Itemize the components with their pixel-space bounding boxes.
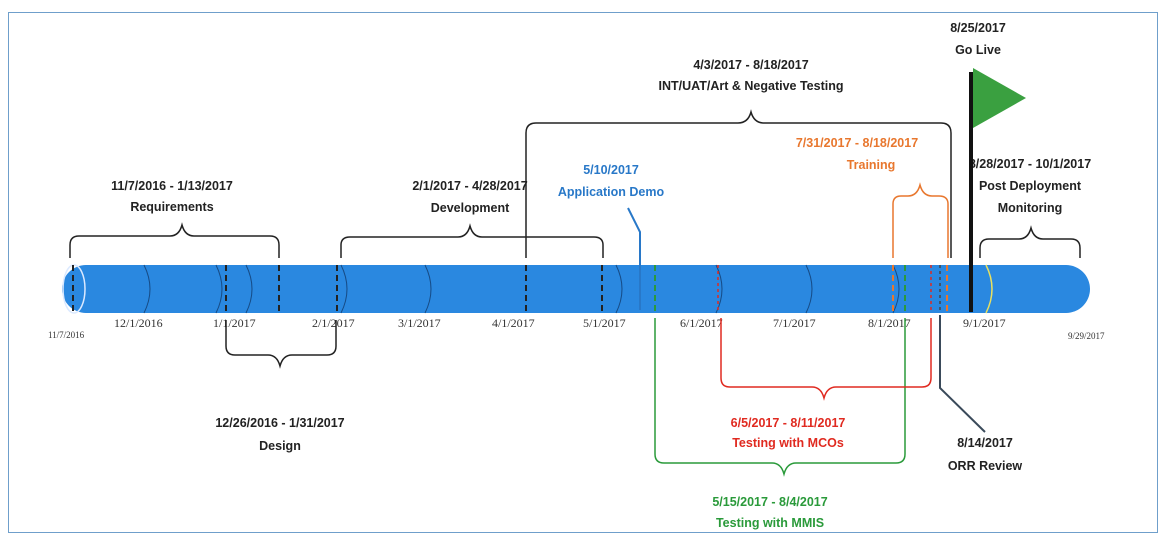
- mcos-name: Testing with MCOs: [732, 436, 844, 450]
- development-name: Development: [431, 201, 510, 215]
- tick-label: 1/1/2017: [213, 316, 256, 330]
- timeline-bar: [62, 264, 1090, 314]
- milestone-orr-review: 8/14/2017 ORR Review: [939, 265, 1023, 473]
- milestone-go-live: 8/25/2017 Go Live: [950, 21, 1026, 312]
- phase-design: 12/26/2016 - 1/31/2017 Design: [215, 265, 345, 453]
- phase-post-deployment: 8/28/2017 - 10/1/2017 Post Deployment Mo…: [969, 157, 1091, 258]
- axis-tick-labels: 11/7/2016 12/1/2016 1/1/2017 2/1/2017 3/…: [48, 316, 1105, 341]
- orr-date: 8/14/2017: [957, 436, 1013, 450]
- phase-requirements: 11/7/2016 - 1/13/2017 Requirements: [69, 179, 280, 313]
- post-deploy-dates: 8/28/2017 - 10/1/2017: [969, 157, 1091, 171]
- phase-int-uat-testing: 4/3/2017 - 8/18/2017 INT/UAT/Art & Negat…: [525, 58, 952, 313]
- requirements-dates: 11/7/2016 - 1/13/2017: [111, 179, 233, 193]
- development-dates: 2/1/2017 - 4/28/2017: [412, 179, 527, 193]
- phase-training: 7/31/2017 - 8/18/2017 Training: [796, 136, 949, 313]
- orr-name: ORR Review: [948, 459, 1023, 473]
- tick-label: 6/1/2017: [680, 316, 723, 330]
- design-dates: 12/26/2016 - 1/31/2017: [215, 416, 344, 430]
- design-name: Design: [259, 439, 301, 453]
- milestone-application-demo: 5/10/2017 Application Demo: [558, 163, 665, 310]
- demo-date: 5/10/2017: [583, 163, 639, 177]
- diagram-frame: [8, 12, 1158, 533]
- phase-development: 2/1/2017 - 4/28/2017 Development: [336, 179, 604, 313]
- tick-label: 3/1/2017: [398, 316, 441, 330]
- phase-testing-mcos: 6/5/2017 - 8/11/2017 Testing with MCOs: [717, 265, 932, 450]
- int-uat-name: INT/UAT/Art & Negative Testing: [659, 79, 844, 93]
- tick-label: 12/1/2016: [114, 316, 163, 330]
- tick-label-end: 9/29/2017: [1068, 331, 1105, 341]
- phase-testing-mmis: 5/15/2017 - 8/4/2017 Testing with MMIS: [654, 265, 906, 530]
- int-uat-dates: 4/3/2017 - 8/18/2017: [693, 58, 808, 72]
- tick-label: 4/1/2017: [492, 316, 535, 330]
- tick-label: 7/1/2017: [773, 316, 816, 330]
- tick-label: 2/1/2017: [312, 316, 355, 330]
- training-dates: 7/31/2017 - 8/18/2017: [796, 136, 918, 150]
- mcos-dates: 6/5/2017 - 8/11/2017: [731, 416, 846, 430]
- flag-icon: [973, 68, 1026, 128]
- go-live-name: Go Live: [955, 43, 1001, 57]
- mmis-dates: 5/15/2017 - 8/4/2017: [712, 495, 827, 509]
- tick-label: 9/1/2017: [963, 316, 1006, 330]
- tick-label: 5/1/2017: [583, 316, 626, 330]
- go-live-date: 8/25/2017: [950, 21, 1006, 35]
- mmis-name: Testing with MMIS: [716, 516, 824, 530]
- tick-label-start: 11/7/2016: [48, 330, 85, 340]
- requirements-name: Requirements: [130, 200, 213, 214]
- tick-label: 8/1/2017: [868, 316, 911, 330]
- training-name: Training: [847, 158, 896, 172]
- demo-name: Application Demo: [558, 185, 665, 199]
- post-deploy-name-line2: Monitoring: [998, 201, 1063, 215]
- post-deploy-name-line1: Post Deployment: [979, 179, 1082, 193]
